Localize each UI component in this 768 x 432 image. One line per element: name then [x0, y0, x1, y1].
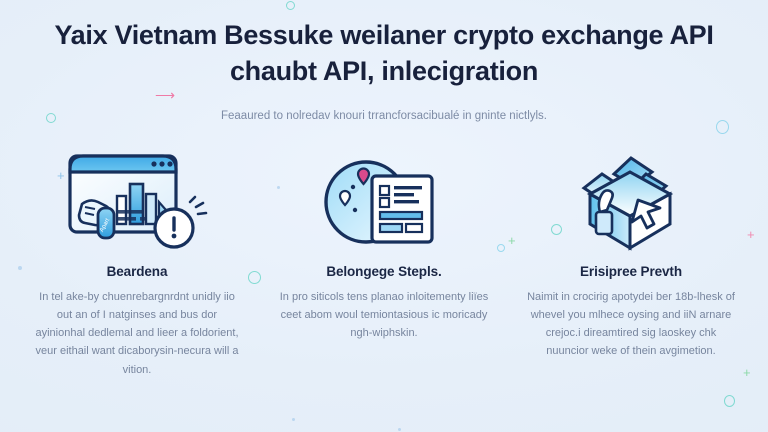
globe-document-pin-icon [318, 148, 450, 256]
feature-column-2: Belongege Stepls. In pro siticols tens p… [271, 148, 497, 342]
feature-body-2: In pro siticols tens planao inloitementy… [279, 291, 489, 340]
decor-ring-top-center [286, 1, 295, 10]
feature-column-3: Erisipree Prevth Naimit in crocirig apot… [518, 148, 744, 361]
header: Yaix Vietnam Bessuke weilaner crypto exc… [0, 18, 768, 124]
decor-plus-right: + [747, 227, 755, 242]
feature-heading-2: Belongege Stepls. [326, 264, 442, 279]
feature-columns: Apart Beardena In tel ake-by chuenrebarg… [24, 148, 744, 379]
feature-column-1: Apart Beardena In tel ake-by chuenrebarg… [24, 148, 250, 379]
browser-analytics-clock-icon: Apart [62, 148, 212, 256]
feature-body-3: Naimit in crocirig apotydei ber 18b-lhes… [527, 291, 735, 358]
decor-plus-green-lower: + [743, 365, 751, 380]
page-subtitle: Feaaured to nolredav knouri trrancforsac… [220, 109, 547, 122]
decor-dot-left-upper [18, 266, 22, 270]
open-box-package-icon [568, 148, 694, 256]
decor-dot-center-bottom [292, 418, 295, 421]
feature-body-1: In tel ake-by chuenrebargnrdnt unidly ii… [35, 291, 239, 376]
feature-heading-1: Beardena [106, 264, 168, 279]
decor-ring-bottom-right [724, 395, 735, 407]
page-title: Yaix Vietnam Bessuke weilaner crypto exc… [54, 20, 714, 86]
feature-heading-3: Erisipree Prevth [580, 264, 682, 279]
decor-dot-lower-center [398, 428, 401, 431]
